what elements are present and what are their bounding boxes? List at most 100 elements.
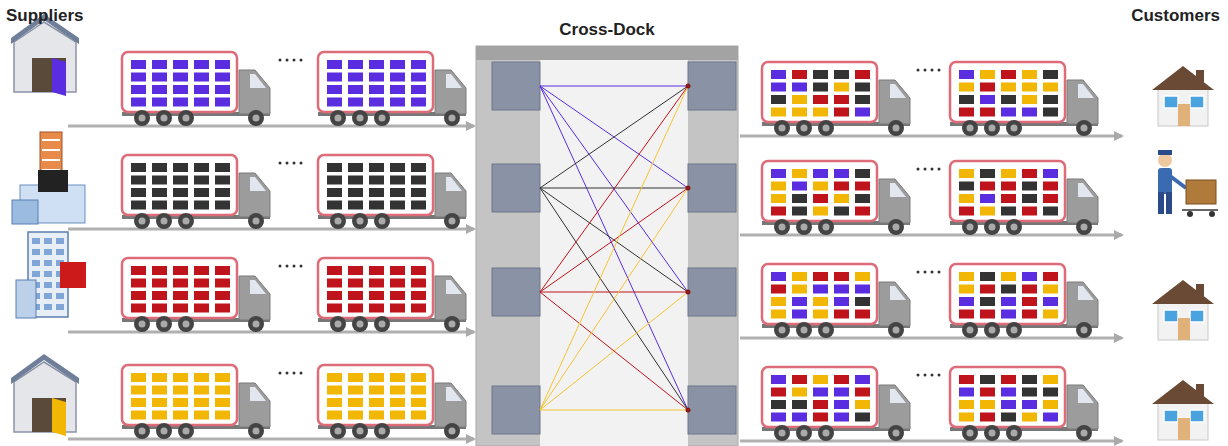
cargo-box <box>194 73 209 82</box>
wheel-hub <box>379 321 386 328</box>
flow-line <box>540 86 688 292</box>
cargo-box <box>215 304 230 313</box>
cargo-box <box>1022 83 1037 92</box>
cargo-box <box>390 398 405 407</box>
wheel <box>156 110 172 126</box>
cargo-box <box>194 411 209 420</box>
wheel-hub <box>183 321 190 328</box>
window <box>44 293 52 299</box>
wheel-hub <box>989 430 996 437</box>
cargo-box <box>369 188 384 197</box>
cargo-box <box>348 291 363 300</box>
wheel <box>818 322 834 338</box>
road-arrow <box>740 440 1122 443</box>
wheel-hub <box>183 115 190 122</box>
truck <box>318 365 466 439</box>
cargo-box <box>131 85 146 94</box>
worker-head <box>1158 153 1172 167</box>
chimney <box>1196 70 1204 82</box>
cargo-box <box>834 272 849 281</box>
wheel-hub <box>357 321 364 328</box>
cargo-box <box>1001 310 1016 319</box>
cargo-box <box>173 304 188 313</box>
wheel-hub <box>823 327 830 334</box>
wheel-hub <box>989 327 996 334</box>
trailer <box>950 62 1065 122</box>
ellipsis-dot <box>931 374 934 377</box>
house-window <box>1164 410 1178 422</box>
tower-stripe <box>42 159 60 161</box>
trailer <box>122 365 237 425</box>
cargo-box <box>194 386 209 395</box>
cargo-box <box>1022 108 1037 117</box>
ellipsis-dot <box>917 168 920 171</box>
truck <box>762 264 910 338</box>
cargo-box <box>1022 95 1037 104</box>
cargo-box <box>348 201 363 210</box>
cargo-box <box>771 413 786 422</box>
cargo-box <box>194 176 209 185</box>
cargo-box <box>411 266 426 275</box>
cargo-box <box>1043 388 1058 397</box>
cargo-box <box>959 285 974 294</box>
cargo-box <box>1043 108 1058 117</box>
cargo-box <box>215 279 230 288</box>
cargo-box <box>215 98 230 107</box>
wheel-hub <box>253 218 260 225</box>
cargo-box <box>792 169 807 178</box>
wheel <box>444 423 460 439</box>
tower-stripe <box>42 149 60 151</box>
wheel <box>796 120 812 136</box>
cargo-box <box>194 266 209 275</box>
cargo-box <box>813 388 828 397</box>
ellipsis-dot <box>286 162 289 165</box>
wheel-hub <box>253 428 260 435</box>
wheel-hub <box>1011 430 1018 437</box>
cargo-box <box>771 310 786 319</box>
cargo-box <box>173 266 188 275</box>
cargo-box <box>369 279 384 288</box>
cargo-box <box>813 310 828 319</box>
cargo-box <box>348 163 363 172</box>
cross-dock-area: Cross-Dock <box>476 14 738 446</box>
cargo-box <box>1043 207 1058 216</box>
wheel <box>352 423 368 439</box>
cargo-box <box>1022 207 1037 216</box>
cargo-box <box>792 375 807 384</box>
cargo-box <box>959 310 974 319</box>
cargo-box <box>1022 375 1037 384</box>
cargo-box <box>131 291 146 300</box>
truck-cab <box>239 70 270 114</box>
cargo-box <box>1022 285 1037 294</box>
cargo-box <box>152 85 167 94</box>
cargo-box <box>327 398 342 407</box>
wheel-hub <box>449 428 456 435</box>
wheel-hub <box>1081 327 1088 334</box>
wheel-hub <box>161 428 168 435</box>
cargo-box <box>411 201 426 210</box>
wheel <box>178 213 194 229</box>
cargo-box <box>411 398 426 407</box>
warehouse-door <box>52 398 66 436</box>
wheel-hub <box>801 327 808 334</box>
cargo-box <box>1043 95 1058 104</box>
truck-cab <box>1067 179 1098 223</box>
cargo-box <box>855 83 870 92</box>
cart-frame <box>1182 209 1218 211</box>
cargo-box <box>173 386 188 395</box>
truck <box>950 367 1098 441</box>
ellipsis-dot <box>293 59 296 62</box>
cargo-box <box>131 201 146 210</box>
cargo-box <box>215 201 230 210</box>
truck <box>950 264 1098 338</box>
wheel-hub <box>779 430 786 437</box>
cargo-box <box>813 169 828 178</box>
cargo-box <box>348 279 363 288</box>
cargo-box <box>959 95 974 104</box>
wheel <box>984 322 1000 338</box>
worker-leg <box>1158 192 1164 214</box>
cargo-box <box>980 297 995 306</box>
truck <box>762 161 910 235</box>
cargo-box <box>411 73 426 82</box>
cargo-box <box>771 95 786 104</box>
